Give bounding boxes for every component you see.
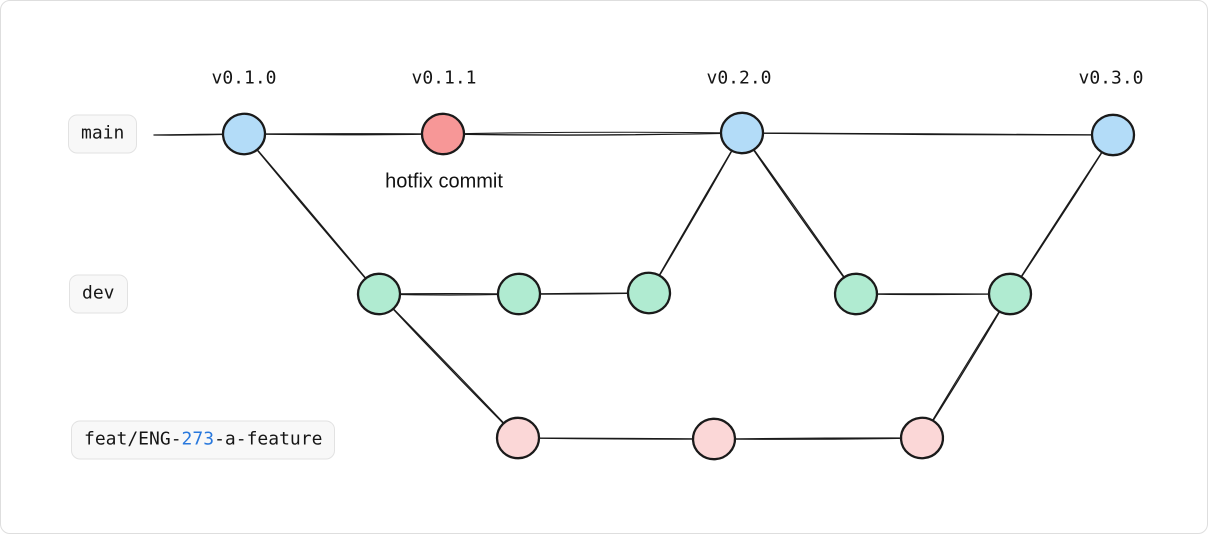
commit-node-d3 xyxy=(626,271,672,315)
commit-node-f2 xyxy=(691,417,737,461)
branch-label-text: dev xyxy=(82,282,115,304)
branch-label-main: main xyxy=(68,114,138,154)
branch-edge xyxy=(378,293,519,439)
commit-node-m4 xyxy=(1090,113,1136,157)
branch-edge xyxy=(517,437,715,440)
branch-label-text: -a-feature xyxy=(214,428,323,450)
branch-edge xyxy=(741,132,1114,136)
commit-node-f3 xyxy=(899,416,945,460)
commit-node-d1 xyxy=(356,272,402,316)
commit-node-d2 xyxy=(496,272,542,316)
commit-node-m1 xyxy=(221,112,267,156)
commit-node-m3 xyxy=(719,111,765,155)
branch-label-dev: dev xyxy=(69,274,128,314)
commit-nodes xyxy=(221,111,1136,461)
branch-edge xyxy=(921,293,1011,439)
commit-annotation: hotfix commit xyxy=(385,170,503,193)
branch-label-text: feat/ENG- xyxy=(84,428,182,450)
branch-edge xyxy=(648,132,743,294)
branch-edge xyxy=(713,437,923,440)
branch-edge xyxy=(741,132,857,295)
branch-edge xyxy=(1009,134,1114,295)
version-tag: v0.2.0 xyxy=(706,67,772,89)
version-tag: v0.1.0 xyxy=(211,67,277,89)
branch-label-feat: feat/ENG-273-a-feature xyxy=(71,420,336,460)
branch-edge xyxy=(378,293,519,439)
commit-node-d5 xyxy=(987,272,1033,316)
version-tag: v0.1.1 xyxy=(411,67,477,89)
branch-label-text: main xyxy=(81,122,125,144)
version-tag: v0.3.0 xyxy=(1078,67,1144,89)
commit-node-m2 xyxy=(420,112,466,156)
branch-edge xyxy=(243,133,380,295)
branch-edge xyxy=(442,132,743,136)
branch-edge xyxy=(741,132,857,295)
branch-edge xyxy=(442,131,743,135)
commit-node-f1 xyxy=(495,416,541,460)
branch-label-text: 273 xyxy=(181,428,215,450)
commit-node-d4 xyxy=(833,272,879,316)
